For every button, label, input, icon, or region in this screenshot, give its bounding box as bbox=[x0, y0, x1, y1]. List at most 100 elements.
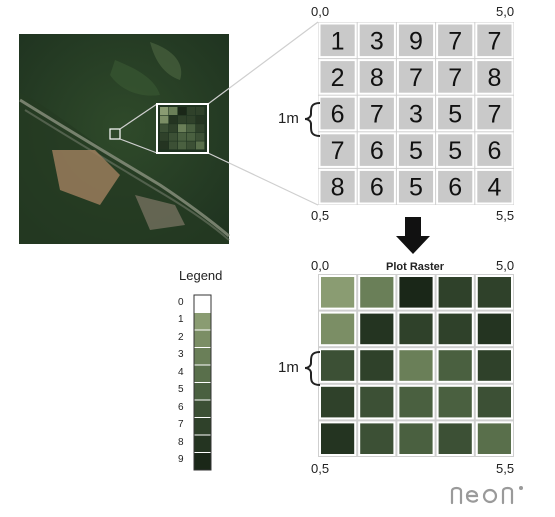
grid-corner-bottom-right: 5,5 bbox=[496, 208, 515, 223]
inset-cell bbox=[160, 115, 169, 124]
legend-frame bbox=[193, 294, 212, 471]
grid-cell bbox=[475, 59, 514, 95]
grid-cell-value: 7 bbox=[331, 137, 345, 165]
legend-label: 3 bbox=[178, 349, 184, 361]
raster-cell bbox=[475, 384, 513, 420]
raster-cell bbox=[397, 348, 435, 383]
legend-label: 1 bbox=[178, 314, 184, 326]
raster-cell-size-label: 1m bbox=[278, 359, 299, 376]
grid-cell-value: 1 bbox=[331, 27, 345, 55]
raster-cell bbox=[436, 421, 474, 456]
grid-corner-top-right: 5,0 bbox=[496, 4, 515, 19]
raster-cell bbox=[436, 384, 474, 420]
grid-cell-value: 5 bbox=[409, 174, 423, 202]
grid-cell bbox=[318, 132, 357, 168]
raster-cell bbox=[475, 311, 513, 347]
raster-cell bbox=[475, 275, 513, 310]
grid-cell bbox=[396, 132, 436, 168]
grid-cell bbox=[357, 132, 396, 168]
raster-cell bbox=[358, 384, 396, 420]
plot-raster-title: Plot Raster bbox=[386, 261, 445, 273]
raster-cell bbox=[358, 275, 396, 310]
inset-cell bbox=[160, 107, 169, 115]
inset-cell bbox=[169, 141, 178, 150]
raster-cell bbox=[319, 384, 357, 420]
grid-cell-value: 8 bbox=[331, 174, 345, 202]
legend-swatch bbox=[193, 452, 212, 471]
inset-cell bbox=[160, 132, 169, 141]
inset-cell bbox=[187, 141, 196, 150]
inset-cell bbox=[196, 141, 205, 150]
grid-cell bbox=[357, 22, 396, 59]
raster-cell bbox=[319, 311, 357, 347]
inset-cell bbox=[178, 115, 187, 124]
neon-logo-icon bbox=[450, 486, 523, 505]
inset-cell bbox=[169, 115, 178, 124]
raster-cell bbox=[436, 275, 474, 310]
legend-swatch bbox=[193, 417, 212, 436]
legend-label: 0 bbox=[178, 296, 184, 308]
legend-label: 2 bbox=[178, 331, 184, 343]
grid-cell bbox=[318, 95, 357, 132]
legend-swatch bbox=[193, 347, 212, 366]
inset-cell bbox=[196, 107, 205, 115]
inset-cell bbox=[160, 141, 169, 150]
grid-cell-value: 5 bbox=[448, 137, 462, 165]
grid-cell bbox=[436, 95, 475, 132]
raster-cell bbox=[397, 384, 435, 420]
grid-cell-value: 6 bbox=[370, 137, 384, 165]
legend-swatch bbox=[193, 364, 212, 383]
grid-cell bbox=[396, 22, 436, 59]
raster-cell bbox=[397, 311, 435, 347]
inset-cell bbox=[178, 132, 187, 141]
down-arrow-icon bbox=[396, 217, 430, 254]
inset-cell bbox=[178, 124, 187, 133]
grid-cell bbox=[318, 22, 357, 59]
grid-cell bbox=[357, 95, 396, 132]
plot-raster-grid bbox=[318, 274, 514, 457]
legend-swatch bbox=[193, 312, 212, 331]
grid-cell-value: 8 bbox=[370, 64, 384, 92]
inset-cell bbox=[187, 115, 196, 124]
grid-cell-value: 3 bbox=[370, 27, 384, 55]
grid-cell bbox=[436, 132, 475, 168]
grid-corner-bottom-left: 0,5 bbox=[311, 208, 330, 223]
legend-label: 7 bbox=[178, 419, 184, 431]
raster-cell bbox=[475, 348, 513, 383]
raster-cell bbox=[397, 421, 435, 456]
grid-cell-value: 8 bbox=[487, 64, 501, 92]
legend-label: 9 bbox=[178, 454, 184, 466]
grid-cell bbox=[436, 168, 475, 205]
grid-cell-value: 7 bbox=[487, 101, 501, 129]
selection-box bbox=[109, 128, 121, 140]
grid-cell bbox=[318, 59, 357, 95]
inset-cell bbox=[178, 141, 187, 150]
raster-cell bbox=[319, 275, 357, 310]
grid-cell-value: 6 bbox=[331, 101, 345, 129]
raster-corner-bottom-right: 5,5 bbox=[496, 461, 515, 476]
raster-cell bbox=[358, 348, 396, 383]
inset-cell bbox=[187, 132, 196, 141]
grid-cell bbox=[396, 168, 436, 205]
raster-corner-bottom-left: 0,5 bbox=[311, 461, 330, 476]
legend-swatch bbox=[193, 329, 212, 348]
legend-swatch bbox=[193, 434, 212, 453]
raster-corner-top-left: 0,0 bbox=[311, 258, 330, 273]
legend-swatch bbox=[193, 382, 212, 401]
inset-cell bbox=[187, 124, 196, 133]
raster-cell bbox=[319, 348, 357, 383]
grid-cell-value: 7 bbox=[370, 101, 384, 129]
legend-swatch bbox=[193, 399, 212, 418]
grid-cell bbox=[475, 22, 514, 59]
raster-cell bbox=[358, 421, 396, 456]
inset-cell bbox=[196, 132, 205, 141]
grid-cell-value: 7 bbox=[448, 27, 462, 55]
grid-cell bbox=[357, 168, 396, 205]
raster-cell bbox=[358, 311, 396, 347]
grid-corner-top-left: 0,0 bbox=[311, 4, 330, 19]
cell-size-label: 1m bbox=[278, 110, 299, 127]
brace-icon bbox=[304, 102, 321, 137]
grid-cell bbox=[436, 22, 475, 59]
grid-cell-value: 6 bbox=[487, 137, 501, 165]
